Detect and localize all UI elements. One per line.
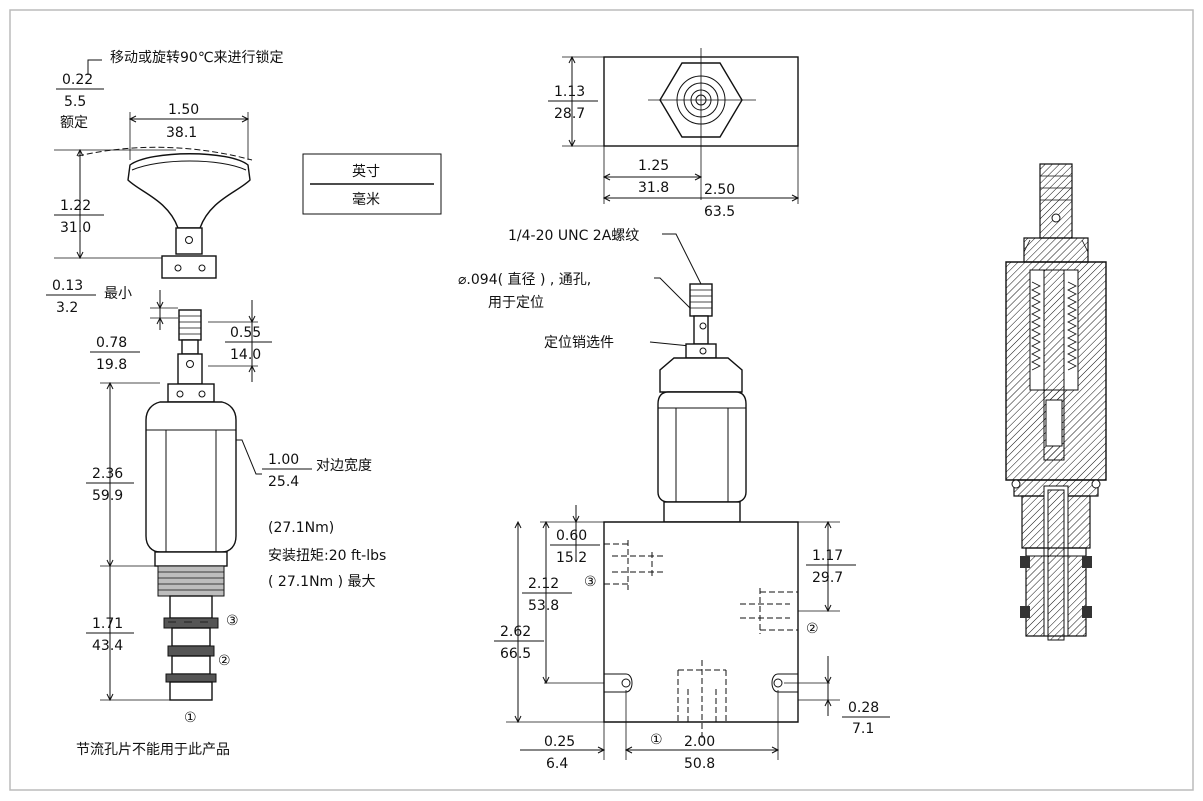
threaded-stem: [178, 309, 202, 341]
dim-left-in: 0.25: [544, 734, 575, 750]
dim-stem-mm: 19.8: [96, 357, 127, 373]
lock-note: 移动或旋转90℃来进行锁定: [110, 50, 284, 66]
dim-offset-in: 0.22: [62, 72, 93, 88]
legend-mm: 毫米: [352, 191, 380, 208]
mid-port-2-label: ②: [806, 621, 819, 637]
port-1-label: ①: [184, 710, 197, 726]
dim-hex-in: 1.00: [268, 452, 299, 468]
cartridge-body: [145, 401, 237, 553]
dim-top-c-in: 1.25: [638, 158, 669, 174]
dim-hex-note: 对边宽度: [316, 457, 372, 474]
dim-stem2-mm: 14.0: [230, 347, 261, 363]
dim-edge-mm: 7.1: [852, 721, 874, 737]
dim-knob-h-in: 1.22: [60, 198, 91, 214]
dim-body-mm: 59.9: [92, 488, 123, 504]
port-3-label: ③: [226, 613, 239, 629]
dim-left-mm: 6.4: [546, 756, 568, 772]
knob: [127, 153, 251, 229]
dim-p3-mm: 15.2: [556, 550, 587, 566]
mid-port-1-label: ①: [650, 732, 663, 748]
footnote: 节流孔片不能用于此产品: [76, 742, 230, 758]
dim-bottom-mm: 50.8: [684, 756, 715, 772]
pin-note: 定位销选件: [544, 335, 614, 351]
middle-view: 1/4-20 UNC 2A螺纹 ⌀.094( 直径 ) , 通孔, 用于定位 定…: [458, 228, 890, 772]
hole-note-2: 用于定位: [488, 295, 544, 311]
thread-note: 1/4-20 UNC 2A螺纹: [508, 228, 639, 244]
dim-hex-mm: 25.4: [268, 474, 299, 490]
dim-total-mm: 66.5: [500, 646, 531, 662]
dim-offset-note: 额定: [60, 115, 88, 131]
port-2-label: ②: [218, 653, 231, 669]
dim-body-in: 2.36: [92, 466, 123, 482]
cross-section-view: [1005, 163, 1107, 641]
left-view: 移动或旋转90℃来进行锁定 0.22 5.5 额定 1.50 38.1 1.22…: [46, 50, 386, 758]
dim-top-c-mm: 31.8: [638, 180, 669, 196]
torque-line-2: 安装扭矩:20 ft-lbs: [268, 548, 386, 564]
dim-min-mm: 3.2: [56, 300, 78, 316]
dim-edge-in: 0.28: [848, 700, 879, 716]
unit-legend: 英寸 毫米: [302, 153, 442, 215]
top-view: 1.13 28.7 1.25 31.8 2.50 63.5: [548, 48, 800, 220]
dim-top-h-in: 1.13: [554, 84, 585, 100]
dim-p3-in: 0.60: [556, 528, 587, 544]
dim-top-w-mm: 63.5: [704, 204, 735, 220]
torque-line-3: ( 27.1Nm ) 最大: [268, 574, 376, 590]
mid-threaded-stem: [689, 283, 713, 317]
mid-port-3-label: ③: [584, 574, 597, 590]
torque-line-1: (27.1Nm): [268, 520, 334, 536]
dim-low-mm: 43.4: [92, 638, 123, 654]
dim-min-note: 最小: [104, 286, 132, 302]
dim-min-in: 0.13: [52, 278, 83, 294]
dim-stem2-in: 0.55: [230, 325, 261, 341]
dim-knob-h-mm: 31.0: [60, 220, 91, 236]
dim-p2-mm: 29.7: [812, 570, 843, 586]
dim-top-w-in: 2.50: [704, 182, 735, 198]
dim-total-in: 2.62: [500, 624, 531, 640]
dim-bottom-in: 2.00: [684, 734, 715, 750]
dim-stem-in: 0.78: [96, 335, 127, 351]
dim-top-h-mm: 28.7: [554, 106, 585, 122]
dim-knob-w-in: 1.50: [168, 102, 199, 118]
legend-inch: 英寸: [352, 163, 380, 180]
dim-offset-mm: 5.5: [64, 94, 86, 110]
dim-p3b-in: 2.12: [528, 576, 559, 592]
dim-knob-w-mm: 38.1: [166, 125, 197, 141]
dim-low-in: 1.71: [92, 616, 123, 632]
dim-p3b-mm: 53.8: [528, 598, 559, 614]
manifold-block: [603, 521, 799, 723]
dim-p2-in: 1.17: [812, 548, 843, 564]
page-border: [9, 9, 1194, 791]
hole-note-1: ⌀.094( 直径 ) , 通孔,: [458, 271, 591, 288]
